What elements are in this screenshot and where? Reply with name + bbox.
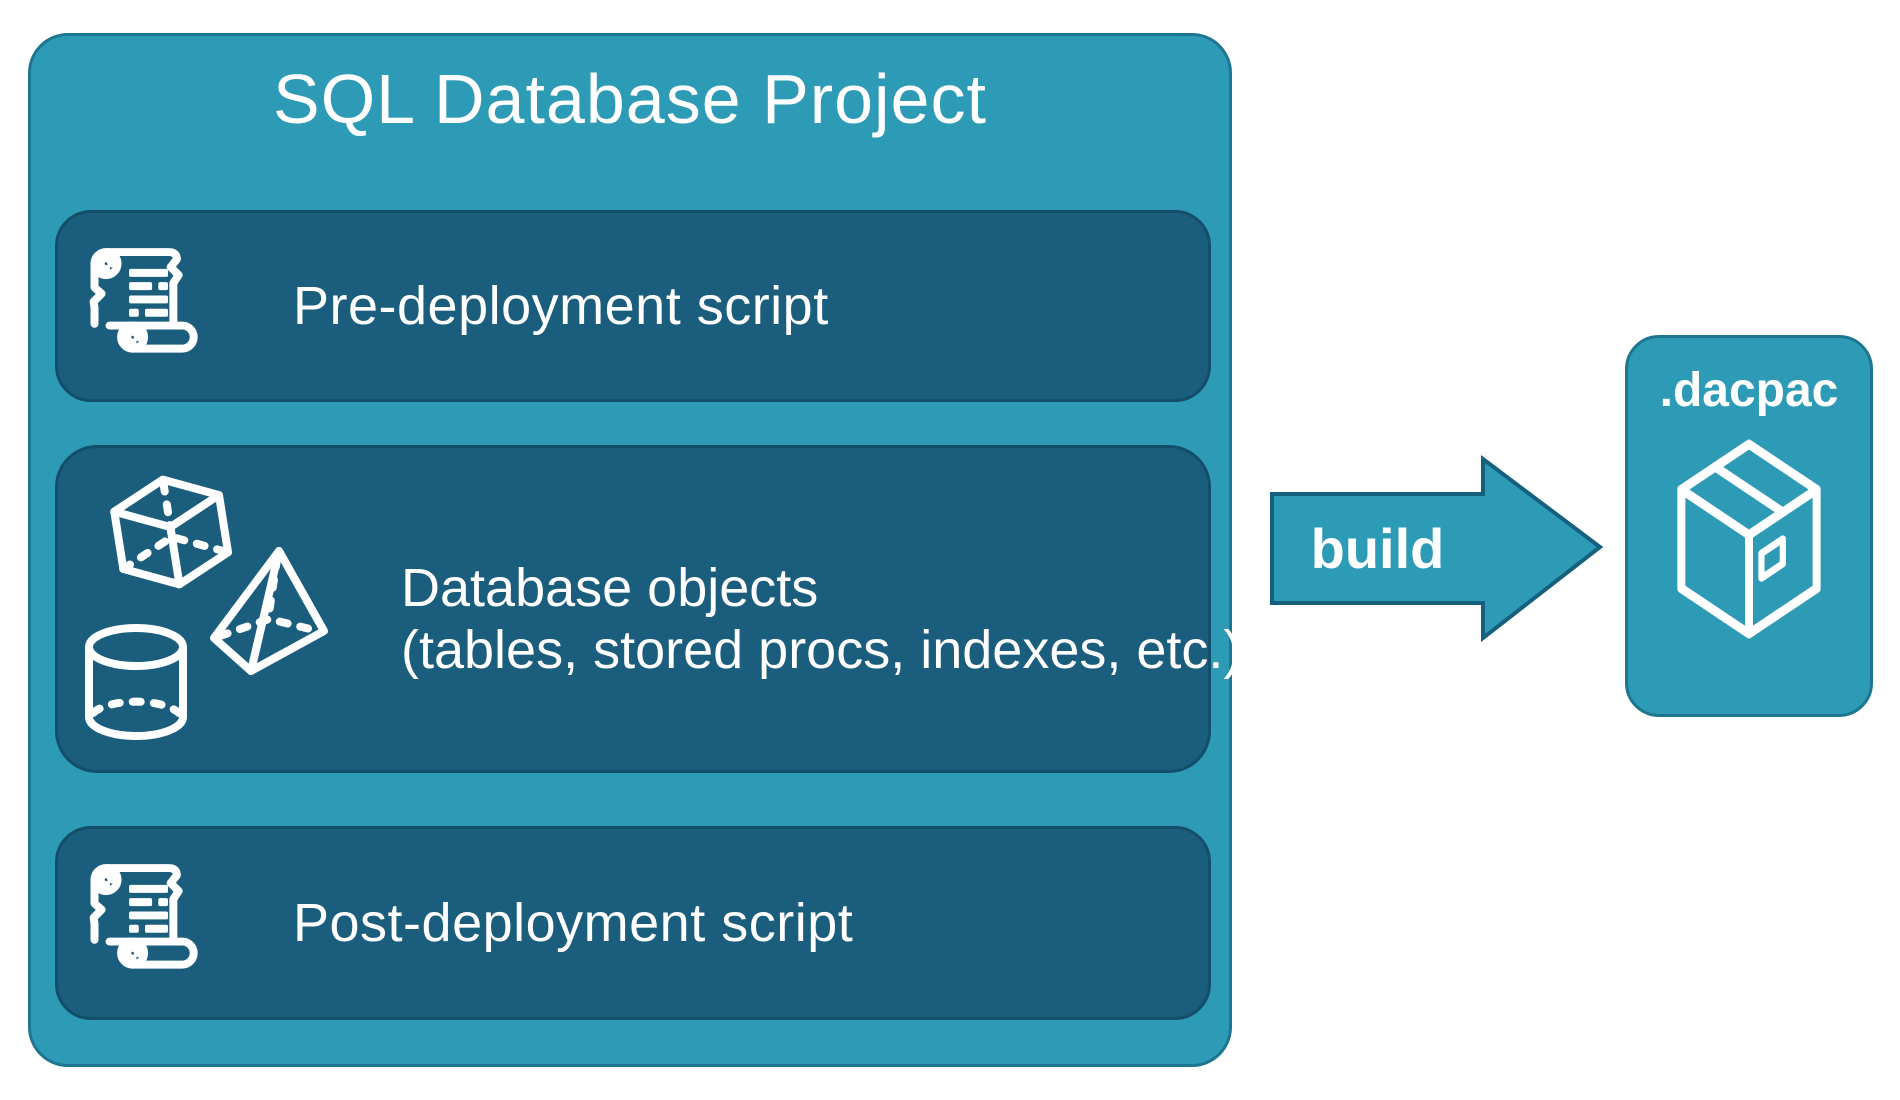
database-objects-label: Database objects (tables, stored procs, … [401,448,1241,770]
pre-deployment-label: Pre-deployment script [293,276,829,336]
scroll-icon [89,248,198,353]
build-label: build [1310,517,1445,580]
project-title: SQL Database Project [273,60,987,138]
post-deployment-label: Post-deployment script [293,893,854,953]
database-objects-line1: Database objects [401,558,819,618]
dacpac-title: .dacpac [1659,364,1839,417]
post-deployment-panel: Post-deployment script [55,826,1211,1020]
arrow-right-icon [1270,454,1604,643]
database-objects-panel: Database objects (tables, stored procs, … [55,445,1241,773]
build-arrow [1270,454,1604,643]
database-objects-line2: (tables, stored procs, indexes, etc.) [401,620,1242,680]
db-shapes-icon [85,475,328,740]
pre-deployment-panel: Pre-deployment script [55,210,1211,402]
scroll-icon [89,864,198,969]
package-icon [1677,439,1821,639]
dacpac-card: .dacpac [1625,335,1873,717]
sql-project-panel: SQL Database Project [28,33,1241,1067]
